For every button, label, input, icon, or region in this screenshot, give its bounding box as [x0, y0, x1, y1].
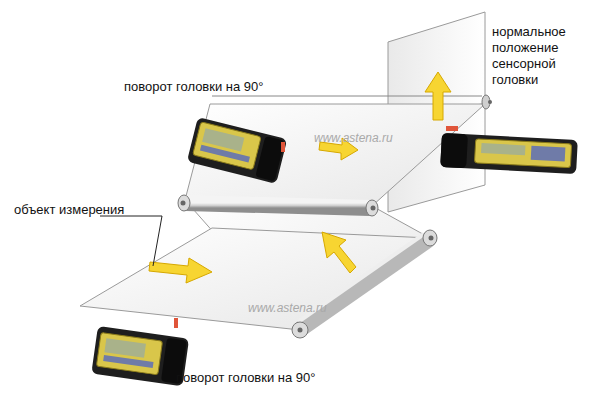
sensor-head — [281, 142, 285, 152]
direction-arrow — [322, 232, 356, 273]
leader-line — [153, 216, 162, 266]
roller — [212, 95, 492, 109]
note-label: нормальное положение сенсорной головки — [492, 24, 592, 88]
sensor-head — [446, 126, 458, 131]
note-label: поворот головки на 90° — [176, 370, 346, 386]
roller — [178, 195, 378, 216]
thickness-gauge — [440, 133, 578, 174]
roller — [292, 230, 437, 338]
direction-arrow — [149, 258, 212, 283]
sensor-head — [174, 318, 178, 328]
direction-arrow — [425, 72, 451, 120]
thickness-gauge — [91, 326, 189, 386]
note-label: объект измерения — [14, 202, 154, 218]
note-label: поворот головки на 90° — [124, 79, 284, 95]
lower-film — [80, 228, 430, 330]
thickness-gauge — [187, 117, 287, 184]
watermark: www.astena.ru — [314, 130, 424, 146]
watermark: www.astena.ru — [248, 300, 358, 316]
